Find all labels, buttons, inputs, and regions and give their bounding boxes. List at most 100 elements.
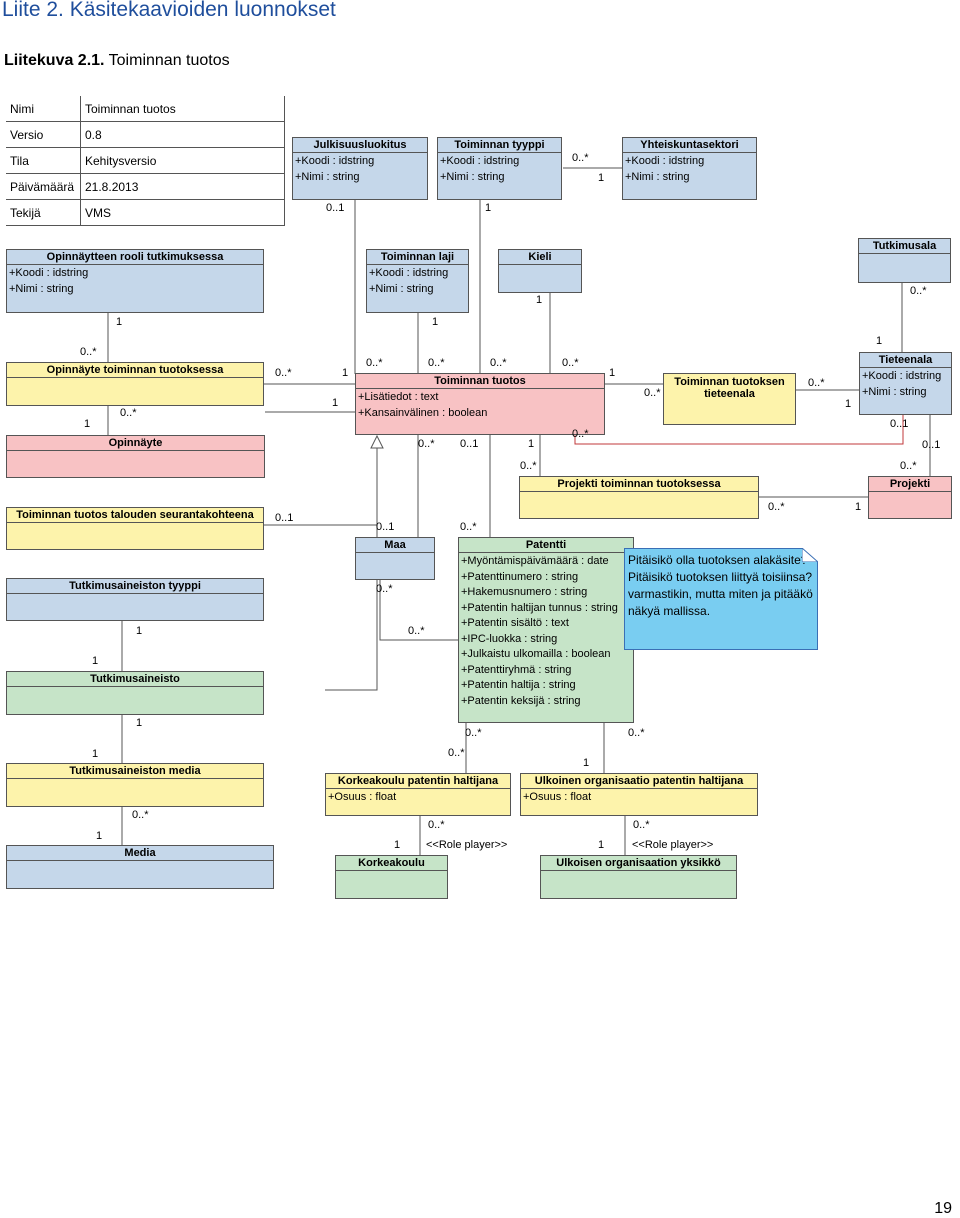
class-korkeakoulu-haltijana: Korkeakoulu patentin haltijana +Osuus : … <box>325 773 511 816</box>
class-title: Tutkimusala <box>859 239 950 254</box>
metadata-key: Tekijä <box>6 199 81 226</box>
note-fold-icon <box>802 548 818 562</box>
class-attribute: +Nimi : string <box>295 170 360 183</box>
class-title: Ulkoinen organisaatio patentin haltijana <box>521 774 757 789</box>
multiplicity-label: 1 <box>342 367 349 379</box>
multiplicity-label: 1 <box>136 625 143 637</box>
page-heading: Liite 2. Käsitekaavioiden luonnokset <box>2 0 336 21</box>
class-title: Toiminnan tyyppi <box>438 138 561 153</box>
class-attribute: +Nimi : string <box>862 385 927 398</box>
class-title: Tutkimusaineiston media <box>7 764 263 779</box>
multiplicity-label: 0..* <box>366 357 383 369</box>
multiplicity-label: 0..1 <box>275 512 294 524</box>
class-ulkoisen-yksikko: Ulkoisen organisaation yksikkö <box>540 855 737 899</box>
multiplicity-label: 1 <box>609 367 616 379</box>
class-attribute: +Kansainvälinen : boolean <box>358 406 488 419</box>
class-title: Julkisuusluokitus <box>293 138 427 153</box>
class-title: Projekti <box>869 477 951 492</box>
multiplicity-label: 1 <box>92 655 99 667</box>
class-title: Media <box>7 846 273 861</box>
class-title: Tutkimusaineisto <box>7 672 263 687</box>
class-attribute: +Koodi : idstring <box>9 267 89 279</box>
multiplicity-label: 0..* <box>572 152 589 164</box>
class-title: Ulkoisen organisaation yksikkö <box>541 856 736 871</box>
multiplicity-label: 1 <box>876 335 883 347</box>
multiplicity-label: 0..1 <box>376 521 395 533</box>
multiplicity-label: 0..* <box>562 357 579 369</box>
class-attribute: +IPC-luokka : string <box>461 632 558 645</box>
multiplicity-label: 0..* <box>644 387 661 399</box>
class-toiminnan-laji: Toiminnan laji +Koodi : idstring+Nimi : … <box>366 249 469 313</box>
multiplicity-label: 0..* <box>910 285 927 297</box>
metadata-key: Nimi <box>6 96 81 122</box>
figure-caption-text: Toiminnan tuotos <box>104 52 230 69</box>
metadata-value: 21.8.2013 <box>80 173 285 200</box>
multiplicity-label: 0..* <box>376 583 393 595</box>
figure-caption-number: Liitekuva 2.1. <box>4 52 105 69</box>
class-opinnaytteen-rooli: Opinnäytteen rooli tutkimuksessa +Koodi … <box>6 249 264 313</box>
assoc-line <box>379 580 459 641</box>
multiplicity-label: 0..* <box>275 367 292 379</box>
class-tieteenala: Tieteenala +Koodi : idstring+Nimi : stri… <box>859 352 952 415</box>
class-opinnayte-toiminnan: Opinnäyte toiminnan tuotoksessa <box>6 362 264 406</box>
multiplicity-label: 1 <box>394 839 401 851</box>
multiplicity-label: 1 <box>536 294 543 306</box>
multiplicity-label: 0..* <box>80 346 97 358</box>
multiplicity-label: 0..* <box>428 819 445 831</box>
class-attribute: +Lisätiedot : text <box>358 391 439 403</box>
class-title: Toiminnan tuotoksen tieteenala <box>674 376 785 400</box>
class-projekti: Projekti <box>868 476 952 519</box>
class-tutkimusala: Tutkimusala <box>858 238 951 283</box>
class-toiminnan-tyyppi: Toiminnan tyyppi +Koodi : idstring+Nimi … <box>437 137 562 200</box>
class-opinnayte: Opinnäyte <box>6 435 265 478</box>
class-attribute: +Koodi : idstring <box>369 267 449 279</box>
multiplicity-label: 0..* <box>465 727 482 739</box>
class-attribute: +Patentin keksijä : string <box>461 694 581 707</box>
class-projekti-toiminnan: Projekti toiminnan tuotoksessa <box>519 476 759 519</box>
multiplicity-label: 1 <box>136 717 143 729</box>
class-maa: Maa <box>355 537 435 580</box>
class-title: Yhteiskuntasektori <box>623 138 756 153</box>
class-aineiston-media: Tutkimusaineiston media <box>6 763 264 807</box>
multiplicity-label: 0..1 <box>326 202 345 214</box>
multiplicity-label: 0..* <box>428 357 445 369</box>
class-title: Patentti <box>459 538 633 553</box>
metadata-value: VMS <box>80 199 285 226</box>
page-number: 19 <box>934 1200 952 1217</box>
metadata-key: Versio <box>6 121 81 148</box>
multiplicity-label: 1 <box>583 757 590 769</box>
multiplicity-label: 0..* <box>120 407 137 419</box>
multiplicity-label: 0..* <box>460 521 477 533</box>
multiplicity-label: 0..* <box>628 727 645 739</box>
multiplicity-label: 1 <box>332 397 339 409</box>
multiplicity-label: 0..* <box>572 428 589 440</box>
class-title: Tieteenala <box>860 353 951 368</box>
multiplicity-label: 1 <box>116 316 123 328</box>
multiplicity-label: 0..* <box>132 809 149 821</box>
class-attribute: +Nimi : string <box>9 282 74 295</box>
class-attribute: +Patentin sisältö : text <box>461 617 569 629</box>
class-attribute: +Koodi : idstring <box>440 155 520 167</box>
class-attribute: +Nimi : string <box>369 282 434 295</box>
class-attribute: +Patenttiryhmä : string <box>461 663 572 676</box>
class-title: Opinnäyte toiminnan tuotoksessa <box>7 363 263 378</box>
class-attribute: +Myöntämispäivämäärä : date <box>461 555 609 567</box>
multiplicity-label: 0..* <box>520 460 537 472</box>
multiplicity-label: 0..* <box>900 460 917 472</box>
class-title: Opinnäytteen rooli tutkimuksessa <box>7 250 263 265</box>
class-attribute: +Koodi : idstring <box>295 155 375 167</box>
class-attribute: +Patentin haltijan tunnus : string <box>461 601 618 614</box>
class-attribute: +Julkaistu ulkomailla : boolean <box>461 648 611 660</box>
multiplicity-label: 0..* <box>808 377 825 389</box>
metadata-key: Tila <box>6 147 81 174</box>
multiplicity-label: 1 <box>485 202 492 214</box>
class-julkisuusluokitus: Julkisuusluokitus +Koodi : idstring +Nimi… <box>292 137 428 200</box>
class-patentti: Patentti +Myöntämispäivämäärä : date +Pa… <box>458 537 634 723</box>
class-attribute: +Osuus : float <box>328 791 397 803</box>
class-title: Korkeakoulu patentin haltijana <box>326 774 510 789</box>
class-title: Opinnäyte <box>7 436 264 451</box>
